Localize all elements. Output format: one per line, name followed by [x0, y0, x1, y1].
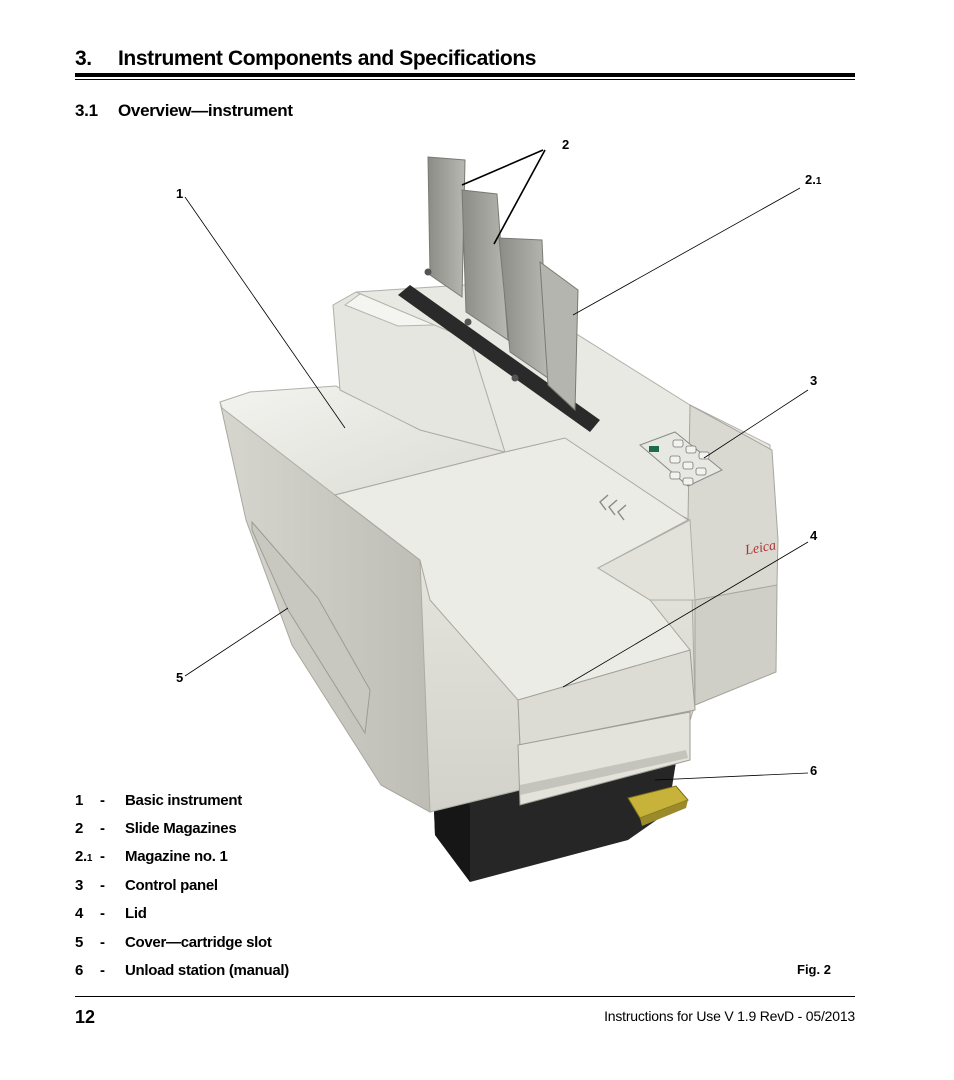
legend-number: 1 [75, 791, 84, 809]
callout-1: 1 [176, 186, 184, 201]
legend-number-sub: 1 [86, 853, 93, 865]
header-rule-thin [75, 79, 855, 80]
callout-2-1: 2.1 [805, 172, 821, 187]
control-panel [639, 431, 723, 487]
chapter-number: 3. [75, 47, 92, 70]
footer-rule [75, 996, 855, 997]
legend-dash: - [100, 848, 105, 866]
legend-dash: - [100, 876, 105, 894]
legend-number: 6 [75, 962, 84, 980]
legend-label: Unload station (manual) [125, 962, 289, 980]
legend-label: Magazine no. 1 [125, 848, 228, 866]
legend-label: Lid [125, 905, 147, 923]
legend-item: 4- Lid [75, 900, 289, 928]
legend-item: 6- Unload station (manual) [75, 956, 289, 984]
legend-label: Basic instrument [125, 791, 242, 809]
callout-2: 2 [562, 137, 570, 152]
legend-number: 2 [75, 820, 84, 838]
section-title: 3.1 Overview—instrument [75, 101, 293, 121]
callout-2-1-main: 2. [805, 172, 816, 187]
legend-list: 1-Basic instrument 2-Slide Magazines 2.1… [75, 786, 289, 985]
slide-magazines [398, 156, 600, 432]
legend-dash: - [100, 962, 105, 980]
legend-dash: - [100, 791, 105, 809]
callout-2-1-sub: 1 [815, 176, 822, 187]
figure-caption: Fig. 2 [797, 962, 831, 977]
page-number: 12 [75, 1007, 96, 1027]
instrument-illustration: Leica [184, 149, 809, 882]
footer-document-info: Instructions for Use V 1.9 RevD - 05/201… [604, 1008, 855, 1024]
legend-item: 2.1- Magazine no. 1 [75, 843, 289, 871]
callout-4: 4 [810, 528, 818, 543]
callout-5: 5 [176, 670, 184, 685]
section-title-text: Overview—instrument [118, 101, 293, 120]
unload-station [627, 785, 689, 826]
legend-item: 5- Cover—cartridge slot [75, 928, 289, 956]
legend-item: 1- Basic instrument [75, 786, 289, 814]
legend-dash: - [100, 905, 105, 923]
legend-label: Control panel [125, 876, 218, 894]
magazine-pointer-lines [461, 149, 546, 245]
legend-dash: - [100, 933, 105, 951]
section-number: 3.1 [75, 101, 98, 120]
header-rule-thick [75, 73, 855, 77]
callout-3: 3 [810, 373, 818, 388]
legend-item: 2- Slide Magazines [75, 814, 289, 842]
legend-label: Slide Magazines [125, 820, 237, 838]
legend-number: 4 [75, 905, 84, 923]
legend-label: Cover—cartridge slot [125, 933, 272, 951]
legend-number-main: 2. [75, 848, 87, 866]
legend-item: 3- Control panel [75, 871, 289, 899]
legend-number: 5 [75, 933, 84, 951]
legend-number: 3 [75, 876, 84, 894]
chapter-title: 3. Instrument Components and Specificatio… [75, 47, 536, 71]
legend-dash: - [100, 820, 105, 838]
callout-6: 6 [810, 763, 818, 778]
brand-logo: Leica [743, 538, 777, 558]
chapter-title-text: Instrument Components and Specifications [118, 47, 537, 70]
legend-number: 2.1 [75, 848, 100, 865]
